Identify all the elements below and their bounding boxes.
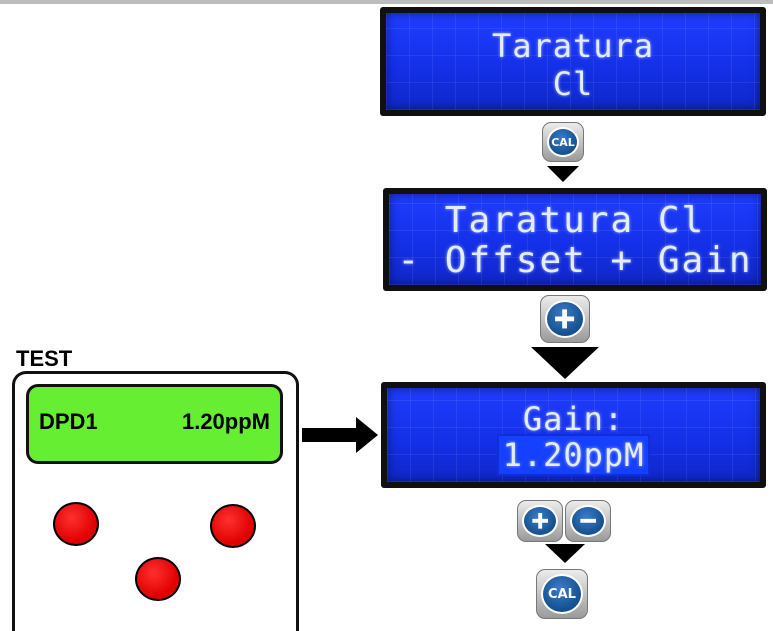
lcd-line-1: Taratura Cl — [444, 200, 706, 241]
device-title: TEST — [16, 346, 73, 371]
lcd-line-1: Taratura — [491, 27, 655, 65]
minus-icon — [570, 505, 606, 537]
device-display-value: 1.20ppM — [181, 409, 270, 434]
down-arrow-icon — [547, 166, 579, 182]
device-button[interactable] — [135, 557, 181, 601]
cal-button[interactable]: CAL — [542, 122, 584, 162]
lcd-screen-calibration-menu: Taratura Cl - Offset + Gain — [383, 188, 767, 291]
lcd-line-2: - Offset + Gain — [397, 240, 753, 281]
device-button[interactable] — [210, 504, 256, 548]
top-border — [0, 0, 773, 4]
right-arrow-icon — [302, 417, 378, 453]
plus-icon — [545, 300, 585, 338]
lcd-display: Taratura Cl - Offset + Gain — [389, 194, 761, 285]
plus-icon — [522, 505, 558, 537]
lcd-screen-gain: Gain: 1.20ppM — [381, 382, 766, 488]
cal-icon: CAL — [541, 574, 583, 614]
lcd-display: Taratura Cl — [386, 13, 760, 110]
cal-label: CAL — [548, 586, 576, 602]
lcd-screen-calibration-title: Taratura Cl — [380, 7, 766, 116]
down-arrow-icon — [545, 544, 585, 563]
device-button[interactable] — [53, 502, 99, 546]
lcd-line-2: 1.20ppM — [387, 436, 760, 474]
cal-icon: CAL — [547, 127, 579, 157]
lcd-display: Gain: 1.20ppM — [387, 388, 760, 482]
minus-button[interactable] — [565, 500, 611, 542]
plus-button[interactable] — [517, 500, 563, 542]
cal-label: CAL — [551, 135, 575, 149]
device-display-label: DPD1 — [39, 409, 98, 434]
gain-value: 1.20ppM — [498, 436, 649, 474]
lcd-line-2: Cl — [552, 65, 594, 103]
cal-button[interactable]: CAL — [536, 569, 588, 619]
test-device — [12, 371, 299, 631]
lcd-line-1: Gain: — [522, 400, 625, 438]
plus-button[interactable] — [540, 295, 590, 343]
device-display: DPD1 1.20ppM — [26, 384, 283, 464]
down-arrow-icon — [531, 347, 599, 379]
